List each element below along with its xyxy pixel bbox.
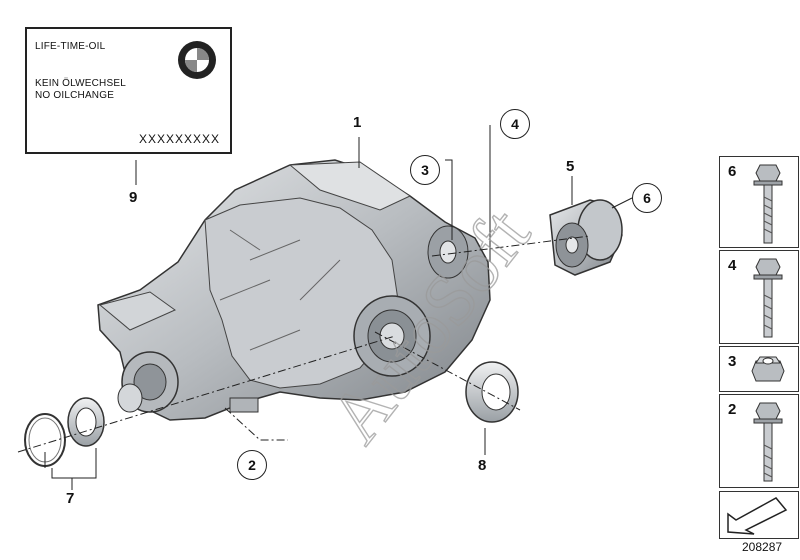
legend-item-bolt-6: 6	[719, 156, 799, 248]
nut-icon	[751, 356, 785, 382]
shaft-seal-assembly	[24, 397, 105, 467]
differential-housing	[97, 159, 491, 421]
oil-label-card: LIFE-TIME-OIL KEIN ÖLWECHSEL NO OILCHANG…	[25, 27, 232, 154]
callout-7: 7	[66, 490, 75, 507]
bolt-icon	[753, 402, 783, 482]
legend-number: 2	[728, 401, 737, 418]
bolt-icon	[753, 258, 783, 338]
rubber-mount	[549, 199, 623, 276]
legend-number: 4	[728, 257, 737, 274]
callout-3: 3	[410, 155, 440, 185]
bmw-logo-icon	[178, 41, 216, 79]
bolt-icon	[753, 164, 783, 244]
callout-2: 2	[237, 450, 267, 480]
label-line-english: NO OILCHANGE	[35, 90, 115, 101]
callout-5: 5	[566, 158, 575, 175]
legend-number: 6	[728, 163, 737, 180]
callout-4: 4	[500, 109, 530, 139]
label-code: XXXXXXXXX	[138, 132, 220, 146]
callout-6: 6	[632, 183, 662, 213]
arrow-down-left-icon	[727, 497, 788, 535]
legend-item-bolt-4: 4	[719, 250, 799, 344]
legend-item-nut-3: 3	[719, 346, 799, 392]
label-line-german: KEIN ÖLWECHSEL	[35, 78, 126, 89]
callout-1: 1	[353, 114, 362, 131]
callout-8: 8	[478, 457, 487, 474]
legend-item-arrow	[719, 491, 799, 539]
label-line-lifetime-oil: LIFE-TIME-OIL	[35, 41, 106, 52]
callout-9: 9	[129, 189, 138, 206]
legend-item-bolt-2: 2	[719, 394, 799, 488]
leader-lines	[17, 125, 633, 490]
legend-number: 3	[728, 353, 737, 370]
figure-number: 208287	[742, 540, 783, 554]
flange-seal	[465, 361, 519, 423]
